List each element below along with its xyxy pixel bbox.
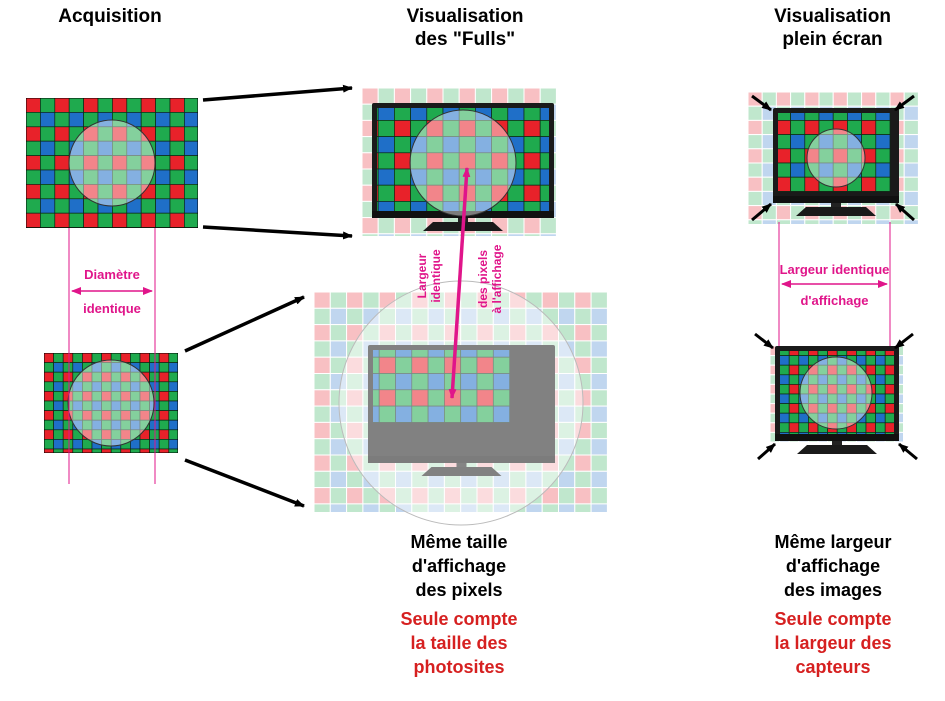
caption-right-line3: des images (783, 580, 883, 600)
caption-middle-line2: d'affichage (411, 556, 507, 576)
fulls-top-circle (409, 109, 517, 217)
fulls-bottom-circle (338, 280, 584, 526)
caption-right: Même largeur d'affichage des images (733, 530, 933, 602)
caption-middle-line3: des pixels (415, 580, 503, 600)
pixel-width-label-line1: Largeur (415, 253, 429, 299)
heading-fullscreen-line2: plein écran (782, 29, 883, 50)
display-width-label-line2: d'affichage (800, 293, 869, 308)
corner-arrows (751, 94, 918, 461)
flow-arrows (184, 84, 353, 508)
pixel-width-arrow (448, 167, 471, 399)
caption-middle-red: Seule compte la taille des photosites (359, 607, 559, 679)
heading-fulls: Visualisation des "Fulls" (370, 5, 560, 51)
sensor-small (44, 353, 178, 453)
sensor-large (26, 98, 198, 228)
pixel-width-label-left: Largeur identique (415, 226, 445, 326)
heading-fullscreen-line1: Visualisation (774, 6, 891, 27)
fullscreen-top-circle (806, 128, 866, 188)
caption-right-red: Seule compte la largeur des capteurs (733, 607, 933, 679)
heading-fulls-line2: des "Fulls" (414, 29, 516, 50)
caption-right-red-line3: capteurs (795, 657, 871, 677)
pixel-width-label-right: des pixels à l'affichage (476, 224, 506, 334)
pixel-width-label-line3: des pixels (476, 249, 490, 309)
heading-acquisition: Acquisition (58, 6, 162, 27)
caption-right-line1: Même largeur (774, 532, 892, 552)
pixel-width-label-line2: identique (429, 249, 443, 303)
caption-middle-red-line3: photosites (413, 657, 505, 677)
monitor-fullscreen-bottom (775, 346, 899, 454)
caption-middle-red-line2: la taille des (410, 633, 508, 653)
monitor-fulls-bottom (368, 345, 555, 476)
caption-middle: Même taille d'affichage des pixels (359, 530, 559, 602)
monitor-fulls-top (372, 103, 554, 231)
caption-middle-line1: Même taille (410, 532, 508, 552)
monitor-fullscreen-top (773, 108, 899, 216)
pixel-width-label-line4: à l'affichage (490, 244, 504, 314)
heading-fulls-line1: Visualisation (406, 6, 524, 27)
fullscreen-bottom-circle (799, 356, 873, 430)
sensor-large-circle (68, 119, 156, 207)
caption-middle-red-line1: Seule compte (400, 609, 518, 629)
pink-guides (68, 222, 891, 484)
heading-fullscreen: Visualisation plein écran (740, 5, 925, 51)
caption-right-red-line1: Seule compte (774, 609, 892, 629)
caption-right-red-line2: la largeur des (774, 633, 892, 653)
sensor-small-circle (67, 359, 155, 447)
diameter-label-line2: identique (83, 301, 141, 316)
caption-right-line2: d'affichage (785, 556, 881, 576)
diameter-label-line1: Diamètre (84, 267, 140, 282)
display-width-label-line1: Largeur identique (779, 262, 890, 277)
